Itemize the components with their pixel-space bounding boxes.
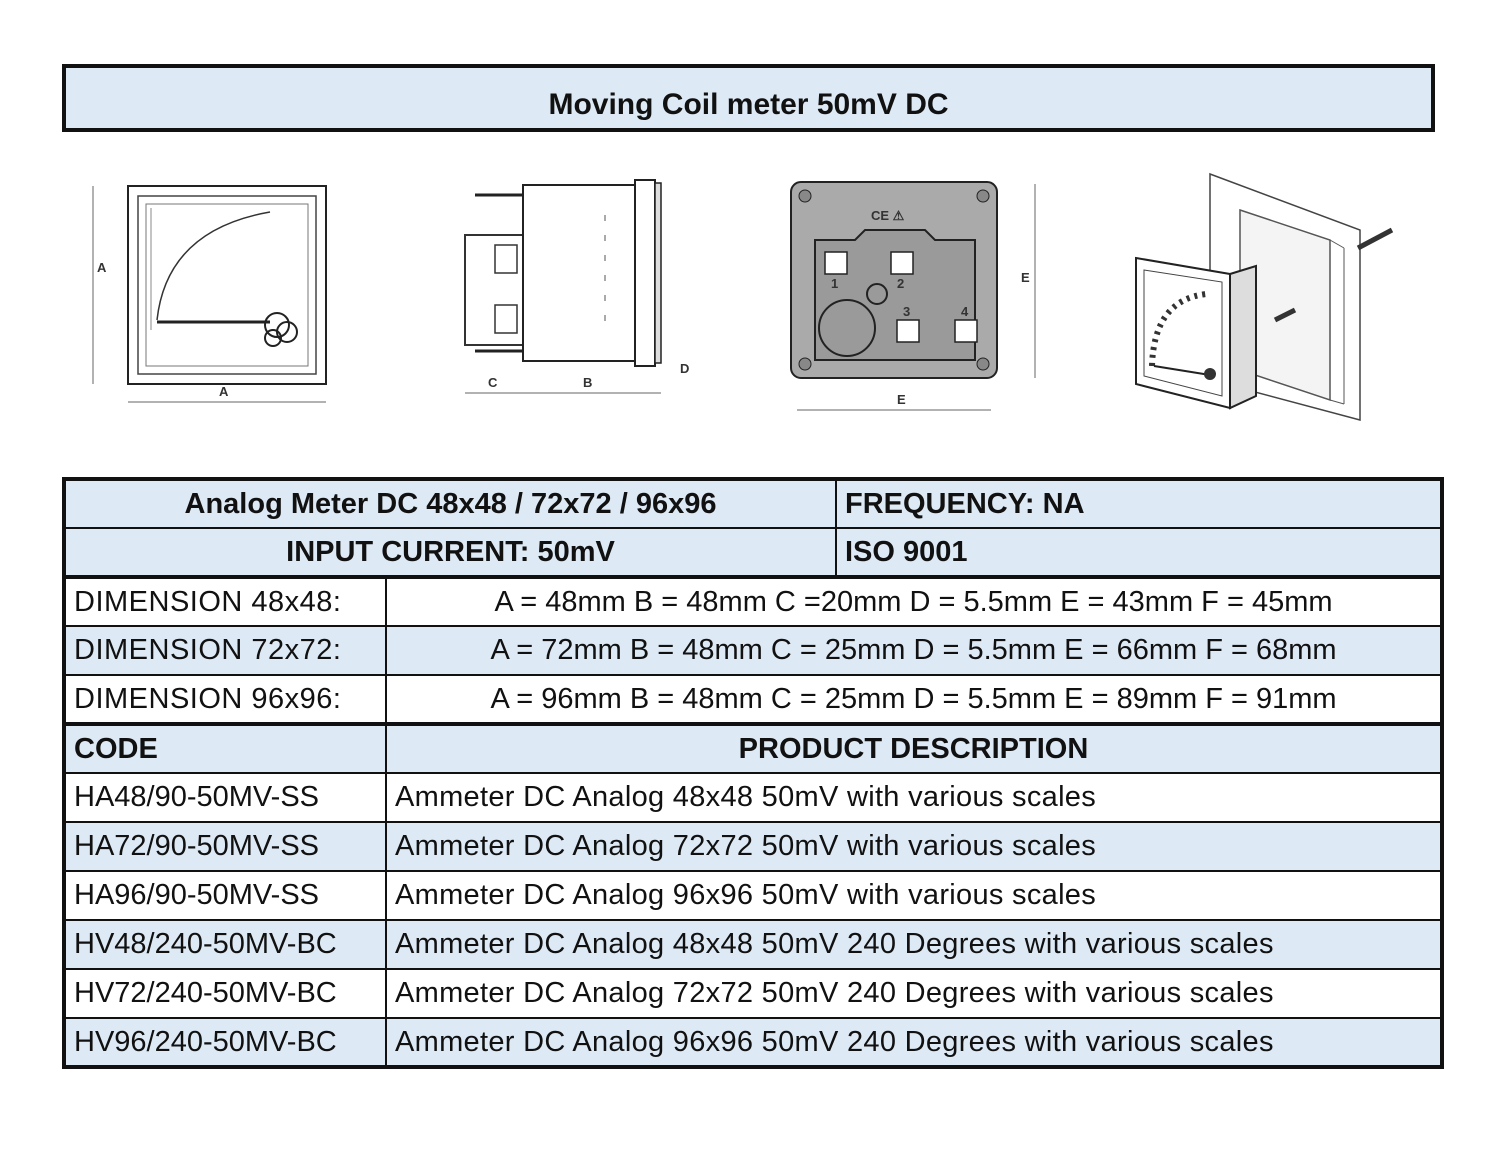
code-column-header: CODE — [63, 722, 387, 774]
dimension-row: DIMENSION 48x48: A = 48mm B = 48mm C =20… — [63, 575, 1443, 627]
dimension-row: DIMENSION 72x72: A = 72mm B = 48mm C = 2… — [63, 625, 1443, 676]
perspective-view-diagram — [1130, 170, 1410, 425]
iso-cell: ISO 9001 — [835, 527, 1443, 578]
side-b-label: B — [583, 375, 592, 390]
frequency-cell: FREQUENCY: NA — [835, 478, 1443, 529]
input-current-cell: INPUT CURRENT: 50mV — [63, 527, 837, 578]
iso-text: ISO 9001 — [845, 535, 968, 568]
table-row: HA48/90-50MV-SS Ammeter DC Analog 48x48 … — [63, 772, 1443, 823]
product-header-row: CODE PRODUCT DESCRIPTION — [63, 722, 1443, 774]
front-side-label: A — [97, 260, 107, 275]
product-code: HV48/240-50MV-BC — [63, 919, 387, 970]
terminal-1-label: 1 — [831, 276, 838, 291]
header-row-product: Analog Meter DC 48x48 / 72x72 / 96x96 FR… — [63, 478, 1443, 529]
dimension-value: A = 72mm B = 48mm C = 25mm D = 5.5mm E =… — [385, 625, 1443, 676]
back-bottom-label: E — [897, 392, 906, 407]
header-row-input: INPUT CURRENT: 50mV ISO 9001 — [63, 527, 1443, 578]
ce-mark-label: CE ⚠ — [871, 208, 905, 223]
product-code: HA72/90-50MV-SS — [63, 821, 387, 872]
product-description: Ammeter DC Analog 96x96 50mV with variou… — [385, 870, 1443, 921]
table-row: HV72/240-50MV-BC Ammeter DC Analog 72x72… — [63, 968, 1443, 1019]
frequency-text: FREQUENCY: NA — [845, 487, 1085, 520]
product-code: HV72/240-50MV-BC — [63, 968, 387, 1019]
table-row: HV48/240-50MV-BC Ammeter DC Analog 48x48… — [63, 919, 1443, 970]
product-description: Ammeter DC Analog 72x72 50mV with variou… — [385, 821, 1443, 872]
front-bottom-label: A — [219, 384, 229, 399]
product-title-cell: Analog Meter DC 48x48 / 72x72 / 96x96 — [63, 478, 837, 529]
terminal-4-label: 4 — [961, 304, 969, 319]
product-code: HA96/90-50MV-SS — [63, 870, 387, 921]
page-title: Moving Coil meter 50mV DC — [62, 64, 1435, 132]
product-code: HV96/240-50MV-BC — [63, 1017, 387, 1068]
product-description: Ammeter DC Analog 96x96 50mV 240 Degrees… — [385, 1017, 1443, 1068]
product-description: Ammeter DC Analog 48x48 50mV with variou… — [385, 772, 1443, 823]
dimension-value: A = 48mm B = 48mm C =20mm D = 5.5mm E = … — [385, 575, 1443, 627]
dimension-label: DIMENSION 48x48: — [63, 575, 387, 627]
spec-table: Analog Meter DC 48x48 / 72x72 / 96x96 FR… — [62, 477, 1444, 1069]
dimension-label: DIMENSION 72x72: — [63, 625, 387, 676]
product-description: Ammeter DC Analog 72x72 50mV 240 Degrees… — [385, 968, 1443, 1019]
table-row: HA96/90-50MV-SS Ammeter DC Analog 96x96 … — [63, 870, 1443, 921]
dimension-label: DIMENSION 96x96: — [63, 674, 387, 725]
side-view-diagram: C B D — [455, 175, 715, 415]
front-view-diagram: A A — [85, 180, 345, 410]
dimension-value: A = 96mm B = 48mm C = 25mm D = 5.5mm E =… — [385, 674, 1443, 725]
description-column-header: PRODUCT DESCRIPTION — [385, 722, 1443, 774]
back-side-label: E — [1021, 270, 1030, 285]
side-c-label: C — [488, 375, 498, 390]
terminal-3-label: 3 — [903, 304, 910, 319]
product-code: HA48/90-50MV-SS — [63, 772, 387, 823]
terminal-2-label: 2 — [897, 276, 904, 291]
product-title: Analog Meter DC 48x48 / 72x72 / 96x96 — [184, 487, 717, 520]
table-row: HV96/240-50MV-BC Ammeter DC Analog 96x96… — [63, 1017, 1443, 1068]
input-current-text: INPUT CURRENT: 50mV — [286, 535, 615, 568]
title-text: Moving Coil meter 50mV DC — [548, 88, 949, 121]
table-row: HA72/90-50MV-SS Ammeter DC Analog 72x72 … — [63, 821, 1443, 872]
side-d-label: D — [680, 361, 689, 376]
dimension-row: DIMENSION 96x96: A = 96mm B = 48mm C = 2… — [63, 674, 1443, 725]
product-description: Ammeter DC Analog 48x48 50mV 240 Degrees… — [385, 919, 1443, 970]
back-view-diagram: CE ⚠ 1 2 3 4 E E — [785, 178, 1055, 418]
